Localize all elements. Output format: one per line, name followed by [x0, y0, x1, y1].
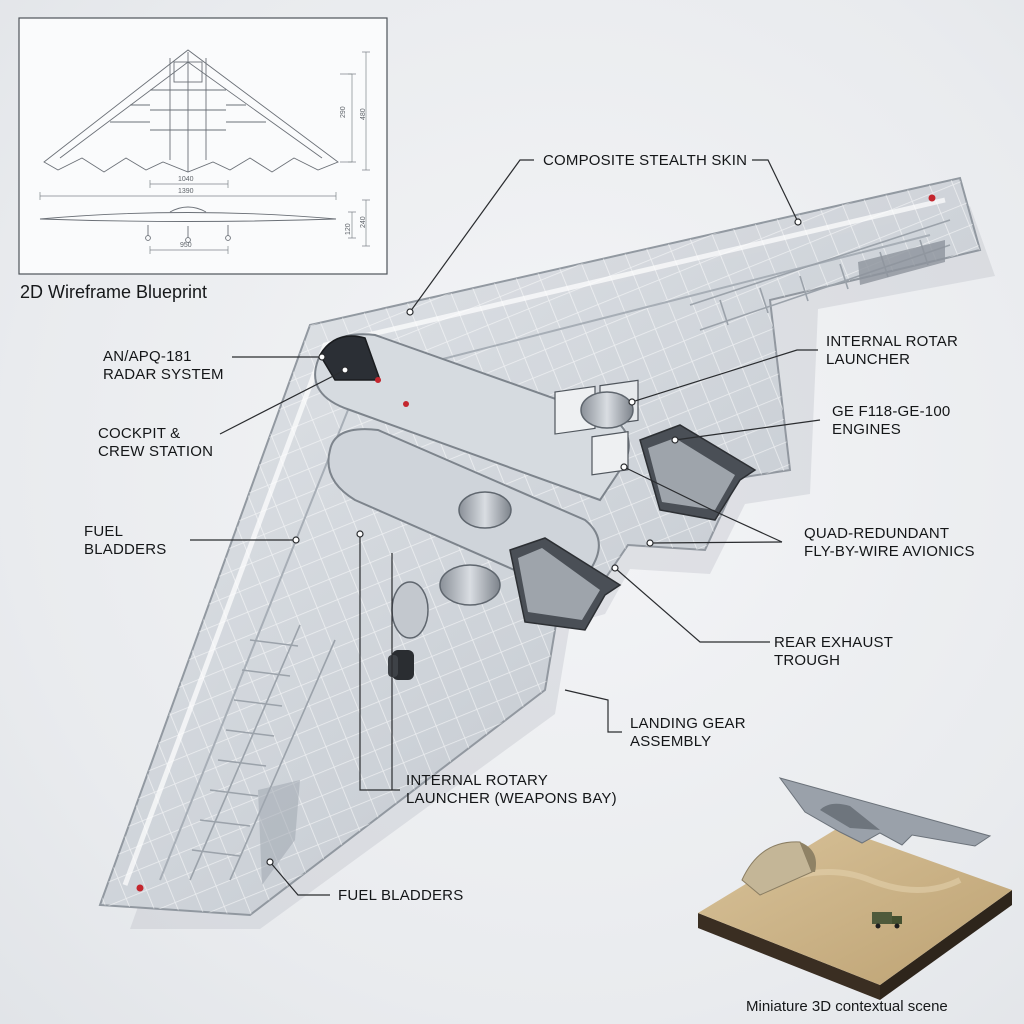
label-line: TROUGH	[774, 652, 841, 669]
blueprint-dim-length: 290	[340, 106, 347, 118]
label-line: FUEL	[84, 523, 124, 540]
hangar	[741, 841, 816, 896]
blueprint-dim-gear: 950	[180, 242, 192, 249]
landing-gear	[388, 650, 414, 680]
label-fuel-bladders-bottom: FUEL BLADDERS	[338, 887, 463, 905]
label-line: INTERNAL ROTAR	[826, 333, 958, 350]
blueprint-caption: 2D Wireframe Blueprint	[20, 282, 208, 302]
blueprint-dim-width-inner: 1040	[178, 176, 194, 183]
blueprint-inset	[18, 17, 388, 275]
label-line: ENGINES	[832, 421, 901, 438]
label-line: GE F118-GE-100	[832, 403, 951, 420]
cockpit-canopy	[319, 335, 382, 381]
label-line: LAUNCHER (WEAPONS BAY)	[406, 790, 617, 807]
military-truck	[872, 912, 902, 929]
label-composite-stealth-skin: COMPOSITE STEALTH SKIN	[543, 152, 747, 170]
label-line: CREW STATION	[98, 443, 214, 460]
label-line: REAR EXHAUST	[774, 634, 894, 651]
label-cockpit-crew-station: COCKPIT & CREW STATION	[98, 425, 213, 461]
miniature-scene	[698, 777, 1012, 1000]
label-line: BLADDERS	[84, 541, 167, 558]
left-wing-ribs	[189, 624, 336, 881]
label-radar-system: AN/APQ-181 RADAR SYSTEM	[103, 348, 224, 384]
exhaust-troughs	[509, 424, 757, 631]
label-internal-rotar-launcher: INTERNAL ROTAR LAUNCHER	[826, 333, 958, 369]
blueprint-dim-width-outer: 1390	[178, 188, 194, 195]
label-line: AN/APQ-181	[103, 348, 192, 365]
leading-edge-spar	[122, 197, 946, 886]
diorama-side-right	[880, 890, 1012, 1000]
miniature-caption: Miniature 3D contextual scene	[746, 998, 948, 1015]
label-engines: GE F118-GE-100 ENGINES	[832, 403, 950, 439]
engine-nacelles	[391, 391, 634, 639]
label-line: FUEL BLADDERS	[338, 887, 464, 904]
label-line: ASSEMBLY	[630, 733, 712, 750]
label-line: COCKPIT &	[98, 425, 181, 442]
label-fly-by-wire-avionics: QUAD-REDUNDANT FLY-BY-WIRE AVIONICS	[804, 525, 975, 561]
label-line: INTERNAL ROTARY	[406, 772, 548, 789]
label-line: FLY-BY-WIRE AVIONICS	[804, 543, 975, 560]
label-landing-gear-assembly: LANDING GEAR ASSEMBLY	[630, 715, 746, 751]
diorama-top	[698, 828, 1012, 985]
blueprint-dim-side: 240	[360, 216, 367, 228]
label-line: QUAD-REDUNDANT	[804, 525, 950, 542]
blueprint-dim-height: 120	[345, 223, 352, 235]
label-line: LANDING GEAR	[630, 715, 746, 732]
label-rear-exhaust-trough: REAR EXHAUST TROUGH	[774, 634, 893, 670]
miniature-bomber	[778, 777, 992, 847]
label-line: COMPOSITE STEALTH SKIN	[543, 152, 748, 169]
diorama-side-left	[698, 913, 880, 1000]
leader-lines	[190, 159, 821, 896]
label-fuel-bladders-left: FUEL BLADDERS	[84, 523, 166, 559]
blueprint-dim-overall: 480	[360, 108, 367, 120]
label-line: LAUNCHER	[826, 351, 911, 368]
label-line: RADAR SYSTEM	[103, 366, 224, 383]
leader-dots	[266, 218, 802, 866]
label-weapons-bay: INTERNAL ROTARY LAUNCHER (WEAPONS BAY)	[406, 772, 617, 808]
